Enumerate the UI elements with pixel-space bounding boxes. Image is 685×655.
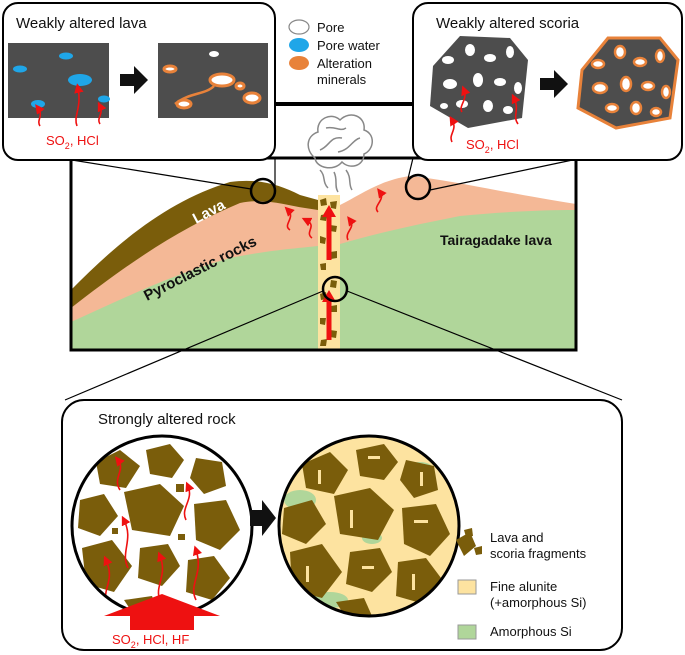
legend-alunite-label: Fine alunite	[490, 579, 557, 594]
panel-weak-lava: Weakly altered lava SO2, HCl	[2, 2, 276, 161]
weak-lava-gas: SO2, HCl	[46, 133, 99, 151]
legend-alteration-label2: minerals	[317, 72, 367, 87]
gas-input-arrow	[104, 594, 220, 630]
legend-alteration-label: Alteration	[317, 56, 372, 71]
legend-bottom: Lava and scoria fragments Fine alunite (…	[456, 528, 587, 640]
legend-top: Pore Pore water Alteration minerals	[288, 19, 381, 87]
legend-alunite-label2: (+amorphous Si)	[490, 595, 586, 610]
volcano-cross-section: Lava Pyroclastic rocks Tairagadake lava	[64, 114, 623, 401]
strong-gas: SO2, HCl, HF	[112, 632, 189, 650]
weak-lava-title: Weakly altered lava	[16, 15, 147, 32]
legend-amorphous-swatch	[457, 624, 477, 640]
strong-title: Strongly altered rock	[98, 411, 236, 428]
legend-alteration-swatch	[289, 56, 309, 70]
legend-fragments-label2: scoria fragments	[490, 546, 587, 561]
legend-fragments-label: Lava and	[490, 530, 544, 545]
weak-scoria-gas: SO2, HCl	[466, 137, 519, 155]
legend-alunite-swatch	[457, 579, 477, 595]
transform-arrow	[540, 70, 568, 98]
legend-pore-water-label: Pore water	[317, 38, 381, 53]
transform-arrow	[120, 66, 148, 94]
panel-strong: Strongly altered rock	[61, 399, 623, 651]
legend-fragments-swatch	[456, 528, 482, 556]
legend-pore-label: Pore	[317, 20, 344, 35]
zoom-circle-strong	[321, 275, 349, 303]
legend-amorphous-label: Amorphous Si	[490, 624, 572, 639]
panel-weak-scoria: Weakly altered scoria SO2, HCl	[412, 2, 683, 161]
strong-after-circle	[277, 434, 461, 618]
weak-scoria-title: Weakly altered scoria	[436, 15, 580, 32]
tairagadake-label: Tairagadake lava	[440, 232, 552, 248]
legend-pore-swatch	[288, 19, 310, 35]
legend-pore-water-swatch	[289, 38, 309, 52]
plume-cloud-icon	[307, 114, 373, 193]
transform-arrow	[250, 500, 276, 536]
tairagadake-ground	[71, 246, 318, 350]
